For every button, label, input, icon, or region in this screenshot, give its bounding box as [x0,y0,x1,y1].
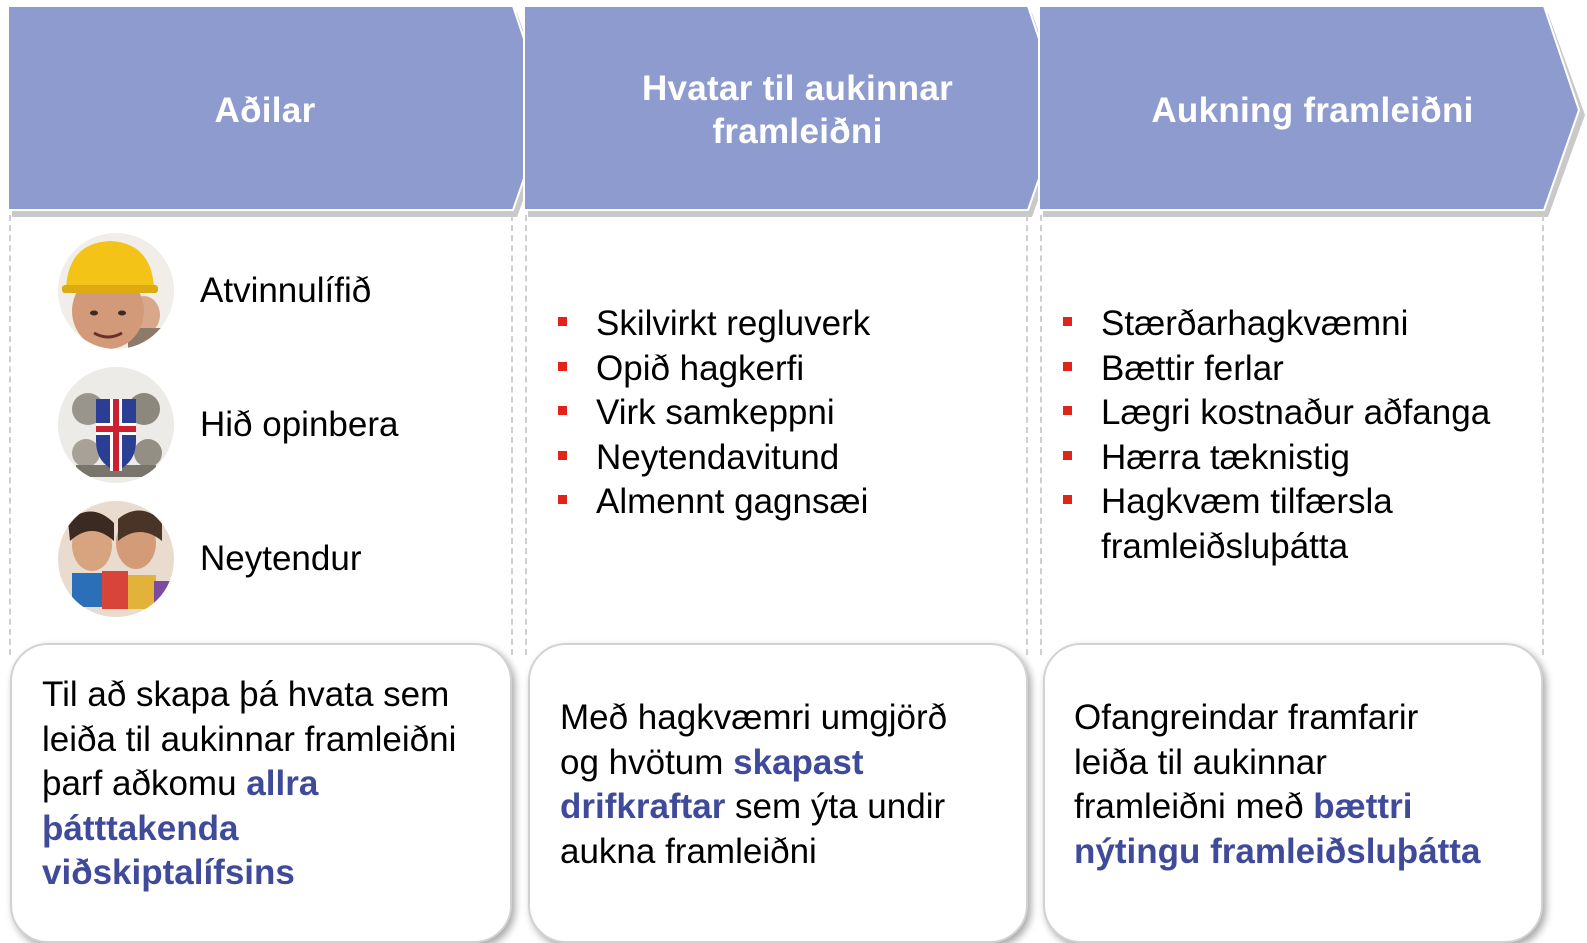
incentives-list: Skilvirkt regluverk Opið hagkerfi Virk s… [558,302,870,525]
summary-text: framleiðni með [1074,787,1314,826]
actor-label: Neytendur [200,539,362,578]
summary-highlight: bættri [1313,787,1413,826]
summary-line: Ofangreindar framfarir [1074,698,1419,737]
summary-box-actors [10,643,512,943]
summary-box-productivity [1043,643,1543,943]
column-divider [511,215,513,655]
summary-highlight: allra [246,764,319,803]
list-item: Hærra tæknistig [1063,436,1533,481]
column-divider [1542,215,1544,655]
column-divider [1026,215,1028,655]
summary-text: og hvötum [560,742,734,782]
summary-text-productivity: Ofangreindar framfarir leiða til aukinna… [1074,696,1480,874]
summary-line: þarf aðkomu allra [42,762,456,807]
list-item: Opið hagkerfi [558,347,870,392]
summary-text: þarf aðkomu [42,764,247,803]
column-divider [525,215,527,655]
step-title-productivity: Aukning framleiðni [1151,90,1474,130]
chevron-step-3 [1038,5,1581,211]
step-title-actors: Aðilar [214,90,316,130]
summary-line: Með hagkvæmri umgjörð [560,698,948,737]
summary-line: leiða til aukinnar framleiðni [42,719,457,759]
summary-line: framleiðni með bættri [1074,785,1480,830]
summary-line: drifkraftar sem ýta undir [560,785,947,830]
summary-line: Til að skapa þá hvata sem [42,675,450,714]
summary-highlight: drifkraftar [560,787,726,826]
summary-highlight: nýtingu framleiðsluþátta [1074,831,1481,871]
summary-line: og hvötum skapast [560,741,947,786]
outcomes-list: Stærðarhagkvæmni Bættir ferlar Lægri kos… [1063,302,1533,569]
summary-line: aukna framleiðni [560,831,817,871]
summary-highlight: þátttakenda [42,808,239,848]
column-divider [9,215,11,655]
step-title-incentives: Hvatar til aukinnar framleiðni [641,69,954,151]
summary-text-actors: Til að skapa þá hvata sem leiða til auki… [42,673,456,896]
list-item: Neytendavitund [558,436,870,481]
shoppers-photo-icon [58,501,174,617]
actor-government: Hið opinbera [58,366,488,484]
actor-business: Atvinnulífið [58,232,488,350]
worker-photo-icon [58,233,174,349]
actor-consumers: Neytendur [58,500,488,618]
summary-text: sem ýta undir [725,787,946,826]
list-item: Stærðarhagkvæmni [1063,302,1533,347]
process-chevrons [7,5,1585,217]
list-item: Hagkvæm tilfærsla framleiðsluþátta [1063,480,1431,569]
actor-label: Hið opinbera [200,405,399,444]
coat-of-arms-icon [58,367,174,483]
actor-label: Atvinnulífið [200,271,372,310]
summary-highlight: viðskiptalífsins [42,853,295,892]
list-item: Almennt gagnsæi [558,480,870,525]
column-divider [1040,215,1042,655]
summary-highlight: skapast [733,742,864,782]
list-item: Bættir ferlar [1063,347,1533,392]
list-item: Lægri kostnaður aðfanga [1063,391,1533,436]
list-item: Virk samkeppni [558,391,870,436]
list-item: Skilvirkt regluverk [558,302,870,347]
summary-text-incentives: Með hagkvæmri umgjörð og hvötum skapast … [560,696,947,874]
summary-line: leiða til aukinnar [1074,742,1327,782]
